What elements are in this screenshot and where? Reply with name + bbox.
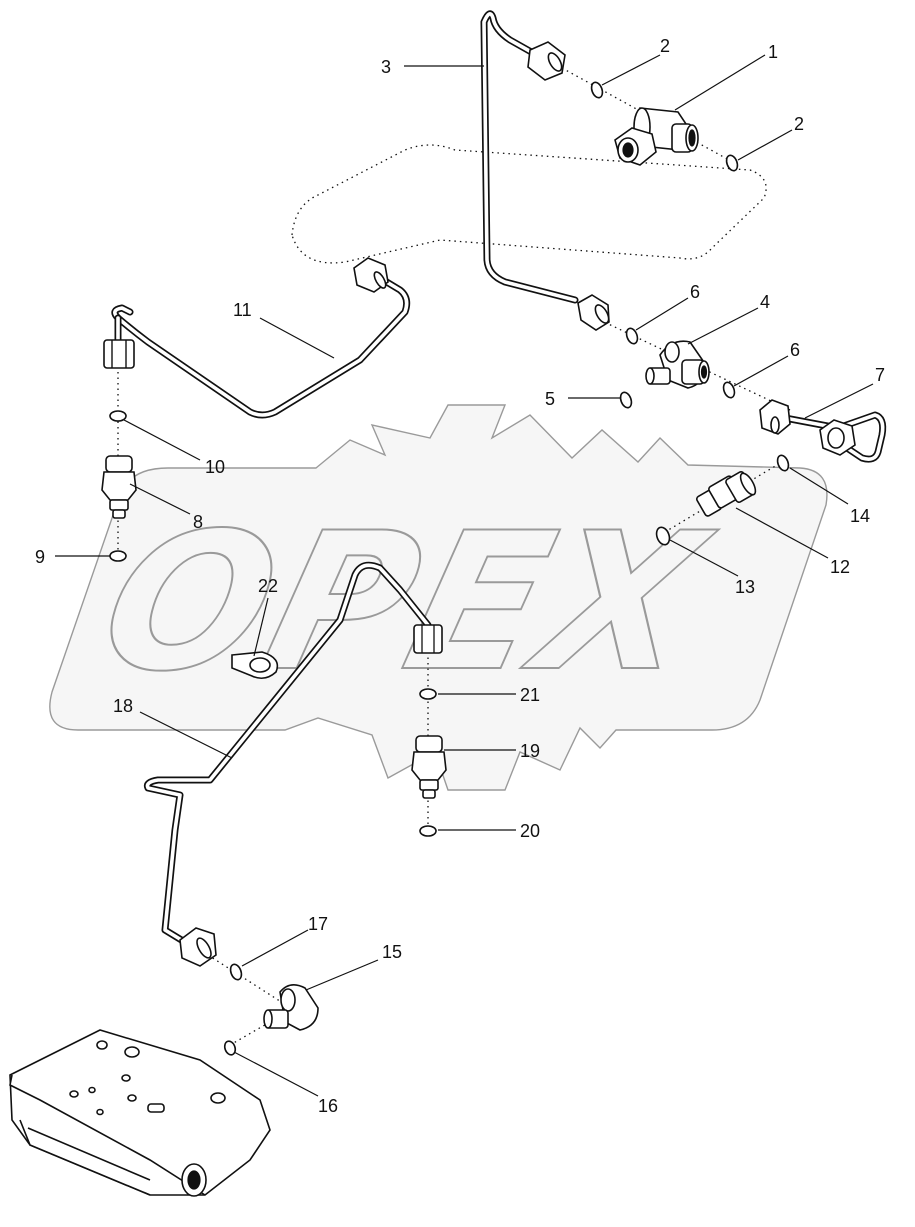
adapter-12 — [696, 471, 757, 517]
callout-13: 13 — [735, 577, 755, 597]
pipe-11-nut-right — [353, 257, 389, 293]
elbow-15 — [263, 984, 319, 1031]
o-ring-10 — [109, 410, 127, 422]
pipe-7 — [759, 399, 887, 463]
pipe-11 — [103, 257, 411, 419]
callout-11: 11 — [233, 300, 252, 320]
o-ring-2b — [725, 154, 739, 172]
pipe-3 — [480, 10, 610, 331]
o-ring-13 — [655, 526, 671, 546]
callout-3: 3 — [381, 57, 391, 77]
o-ring-21 — [419, 688, 437, 700]
adapter-8 — [101, 455, 137, 519]
pipe-3-nut-bottom — [577, 294, 610, 331]
o-ring-16 — [223, 1040, 237, 1056]
callout-7: 7 — [875, 365, 885, 385]
tee-fitting-1 — [614, 107, 699, 166]
o-ring-17 — [229, 963, 243, 981]
clip-22 — [231, 651, 279, 680]
o-ring-6b — [722, 381, 736, 399]
callout-18: 18 — [113, 696, 133, 716]
callout-10: 10 — [205, 457, 225, 477]
callout-6b: 6 — [790, 340, 800, 360]
opex-watermark: OPEX — [49, 404, 828, 791]
o-ring-2a — [590, 81, 604, 99]
callout-22: 22 — [258, 576, 278, 596]
watermark-gear — [49, 405, 827, 790]
callout-numbers: 1 2 2 3 4 5 6 6 7 8 9 10 11 12 13 14 15 … — [35, 36, 885, 1116]
o-ring-9 — [109, 550, 127, 562]
watermark-text: OPEX — [82, 492, 728, 714]
callout-5: 5 — [545, 389, 555, 409]
callout-12: 12 — [830, 557, 850, 577]
leader-lines — [55, 54, 874, 1097]
housing-outline — [291, 144, 767, 264]
pipe-3-nut-top — [527, 41, 566, 81]
callout-14: 14 — [850, 506, 870, 526]
callout-17: 17 — [308, 914, 328, 934]
callout-19: 19 — [520, 741, 540, 761]
o-rings — [109, 81, 790, 1056]
callout-9: 9 — [35, 547, 45, 567]
callout-2b: 2 — [794, 114, 804, 134]
valve-block — [9, 1029, 271, 1197]
callout-21: 21 — [520, 685, 540, 705]
callout-20: 20 — [520, 821, 540, 841]
callout-6a: 6 — [690, 282, 700, 302]
callout-4: 4 — [760, 292, 770, 312]
callout-16: 16 — [318, 1096, 338, 1116]
o-ring-20 — [419, 825, 437, 837]
o-ring-6a — [625, 327, 639, 345]
callout-15: 15 — [382, 942, 402, 962]
adapter-19 — [411, 735, 447, 799]
o-ring-14 — [776, 454, 790, 472]
o-ring-5 — [619, 391, 633, 409]
tee-fitting-4 — [645, 340, 710, 389]
callout-8: 8 — [193, 512, 203, 532]
pipe-11-nut-left — [103, 339, 135, 369]
callout-2a: 2 — [660, 36, 670, 56]
callout-1: 1 — [768, 42, 778, 62]
pipe-18 — [144, 561, 443, 967]
